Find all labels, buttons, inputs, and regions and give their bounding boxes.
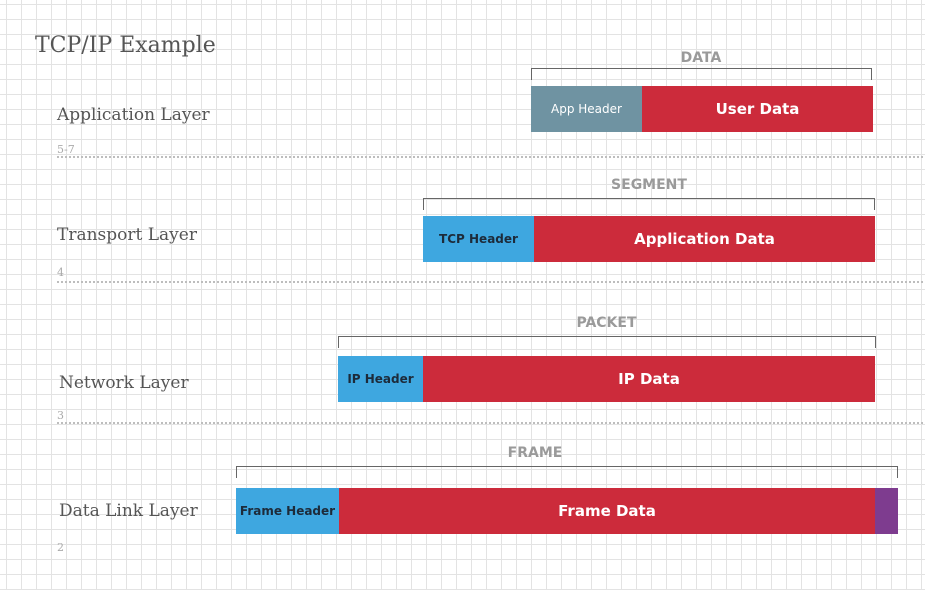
ip-data-block: IP Data xyxy=(423,356,875,402)
application-layer-label: Application Layer xyxy=(57,105,210,125)
application-data-block: Application Data xyxy=(534,216,875,262)
app-header-block: App Header xyxy=(531,86,642,132)
network-layer-label: Network Layer xyxy=(59,373,189,393)
layer-divider xyxy=(57,281,923,283)
transport-layer-number: 4 xyxy=(57,266,64,279)
data-unit-label: DATA xyxy=(680,50,722,66)
segment-bracket xyxy=(423,198,875,210)
frame-header-block: Frame Header xyxy=(236,488,339,534)
layer-divider xyxy=(57,422,923,424)
segment-unit-label: SEGMENT xyxy=(611,177,687,193)
frame-bracket xyxy=(236,466,898,478)
frame-data-block: Frame Data xyxy=(339,488,875,534)
ip-header-block: IP Header xyxy=(338,356,423,402)
application-layer-number: 5-7 xyxy=(57,143,75,156)
data-bracket xyxy=(531,68,872,80)
packet-unit-label: PACKET xyxy=(576,315,637,331)
tcp-header-block: TCP Header xyxy=(423,216,534,262)
diagram-title: TCP/IP Example xyxy=(35,33,216,58)
data-link-layer-number: 2 xyxy=(57,541,64,554)
network-layer-number: 3 xyxy=(57,409,64,422)
frame-trailer-block xyxy=(875,488,898,534)
data-link-layer-label: Data Link Layer xyxy=(59,501,198,521)
transport-layer-label: Transport Layer xyxy=(57,225,197,245)
packet-bracket xyxy=(338,336,876,348)
layer-divider xyxy=(57,156,923,158)
frame-unit-label: FRAME xyxy=(507,445,563,461)
user-data-block: User Data xyxy=(642,86,873,132)
